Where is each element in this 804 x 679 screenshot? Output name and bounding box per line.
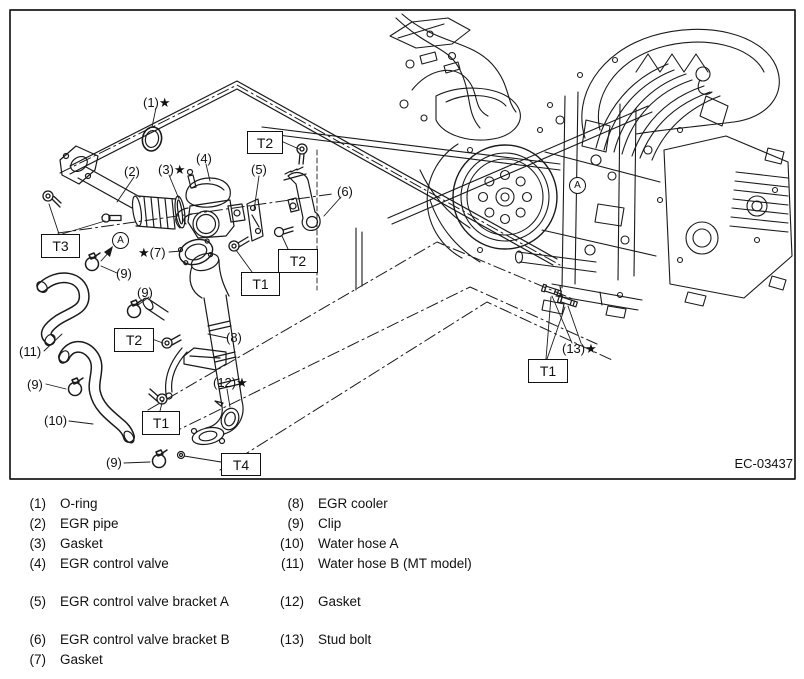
- stud-bolts: [540, 283, 578, 308]
- part-number: [276, 650, 304, 670]
- diagram-border: [9, 9, 796, 480]
- torque-label-t2-mid: T2: [278, 249, 318, 273]
- legend-row: (4) EGR control valve (11) Water hose B …: [0, 554, 804, 574]
- part-label: EGR control valve bracket B: [60, 632, 230, 647]
- torque-label-t4: T4: [221, 453, 261, 476]
- part-label: EGR control valve bracket A: [60, 594, 229, 609]
- gasket-3: [174, 195, 186, 229]
- callout-6: (6): [337, 184, 353, 199]
- callout-1: (1)★: [143, 95, 171, 110]
- torque-label-t3: T3: [41, 234, 80, 258]
- gasket-7: [177, 238, 214, 266]
- part-number: (12): [279, 594, 304, 609]
- parts-legend: (1) O-ring (8) EGR cooler (2) EGR pipe (…: [0, 494, 804, 670]
- part-number: (6): [29, 632, 47, 647]
- part-number: (11): [280, 556, 304, 571]
- fastener-bolts: [42, 143, 308, 405]
- part-number: (3): [29, 536, 47, 551]
- part-label: Gasket: [60, 536, 103, 551]
- torque-label-t1-valve: T1: [241, 272, 280, 296]
- part-label: EGR cooler: [318, 496, 388, 511]
- engine-illustration: [261, 13, 793, 319]
- legend-row: (2) EGR pipe (9) Clip: [0, 514, 804, 534]
- callout-9a: (9): [116, 266, 132, 281]
- part-number: (2): [29, 516, 47, 531]
- egr-pipe: [59, 145, 177, 230]
- ref-marker-a-engine: A: [569, 177, 586, 194]
- callout-13: (13)★: [562, 341, 597, 356]
- legend-row: (5) EGR control valve bracket A (12) Gas…: [0, 592, 804, 612]
- part-number: (13): [279, 632, 304, 647]
- callout-9c: (9): [27, 377, 43, 392]
- torque-label-t1-studs: T1: [528, 359, 568, 383]
- water-hose-a: [58, 340, 135, 444]
- callout-11: (11): [19, 344, 42, 359]
- o-ring: [141, 126, 163, 152]
- callout-12: (12)★: [213, 375, 248, 390]
- torque-label-t2-left: T2: [114, 328, 154, 352]
- flywheel: [426, 143, 558, 259]
- part-label: Gasket: [318, 594, 361, 609]
- ref-marker-a: A: [112, 232, 129, 249]
- part-label: Clip: [318, 516, 342, 531]
- egr-cooler: [142, 252, 244, 446]
- legend-row: (7) Gasket: [0, 650, 804, 670]
- callout-2: (2): [124, 164, 140, 179]
- intake-manifold: [581, 28, 780, 161]
- callout-3: (3)★: [158, 162, 186, 177]
- routing-chain-lines: [57, 84, 613, 471]
- torque-label-t2-top: T2: [247, 131, 283, 154]
- gasket-12: [214, 400, 240, 431]
- water-hose-b: [36, 272, 90, 347]
- part-label: EGR control valve: [60, 556, 169, 571]
- part-label: Water hose A: [318, 536, 399, 551]
- part-number: (4): [29, 556, 47, 571]
- part-number: (8): [287, 496, 305, 511]
- callout-7: ★(7): [138, 245, 166, 260]
- part-number: (9): [287, 516, 305, 531]
- part-label: Gasket: [60, 652, 103, 667]
- callout-4: (4): [196, 151, 212, 166]
- direction-arrowhead: [104, 246, 113, 257]
- callout-9d: (9): [106, 455, 122, 470]
- egr-valve-bracket-a: [246, 198, 264, 242]
- egr-pipe-routing: [69, 80, 558, 266]
- callout-9b: (9): [137, 285, 153, 300]
- part-label: Stud bolt: [318, 632, 372, 647]
- egr-valve-bracket-b: [283, 166, 321, 231]
- figure-code: EC-03437: [734, 456, 793, 471]
- callout-5: (5): [251, 162, 267, 177]
- transmission: [663, 135, 793, 307]
- part-label: Water hose B (MT model): [318, 556, 472, 571]
- legend-row: (1) O-ring (8) EGR cooler: [0, 494, 804, 514]
- callout-8: (8): [226, 330, 242, 345]
- part-number: (7): [29, 652, 47, 667]
- callout-10: (10): [44, 413, 68, 428]
- legend-row: (3) Gasket (10) Water hose A: [0, 534, 804, 554]
- leader-lines: [43, 107, 582, 464]
- part-label: O-ring: [60, 496, 98, 511]
- part-label: [318, 650, 804, 670]
- part-number: (5): [29, 594, 47, 609]
- part-label: EGR pipe: [60, 516, 119, 531]
- part-number: (1): [29, 496, 47, 511]
- t4-target-nut: [176, 450, 186, 460]
- part-number: (10): [279, 536, 304, 551]
- egr-control-valve: [175, 168, 246, 239]
- hose-clips: [67, 252, 168, 469]
- torque-label-t1-lower: T1: [142, 411, 180, 435]
- legend-row: (6) EGR control valve bracket B (13) Stu…: [0, 630, 804, 650]
